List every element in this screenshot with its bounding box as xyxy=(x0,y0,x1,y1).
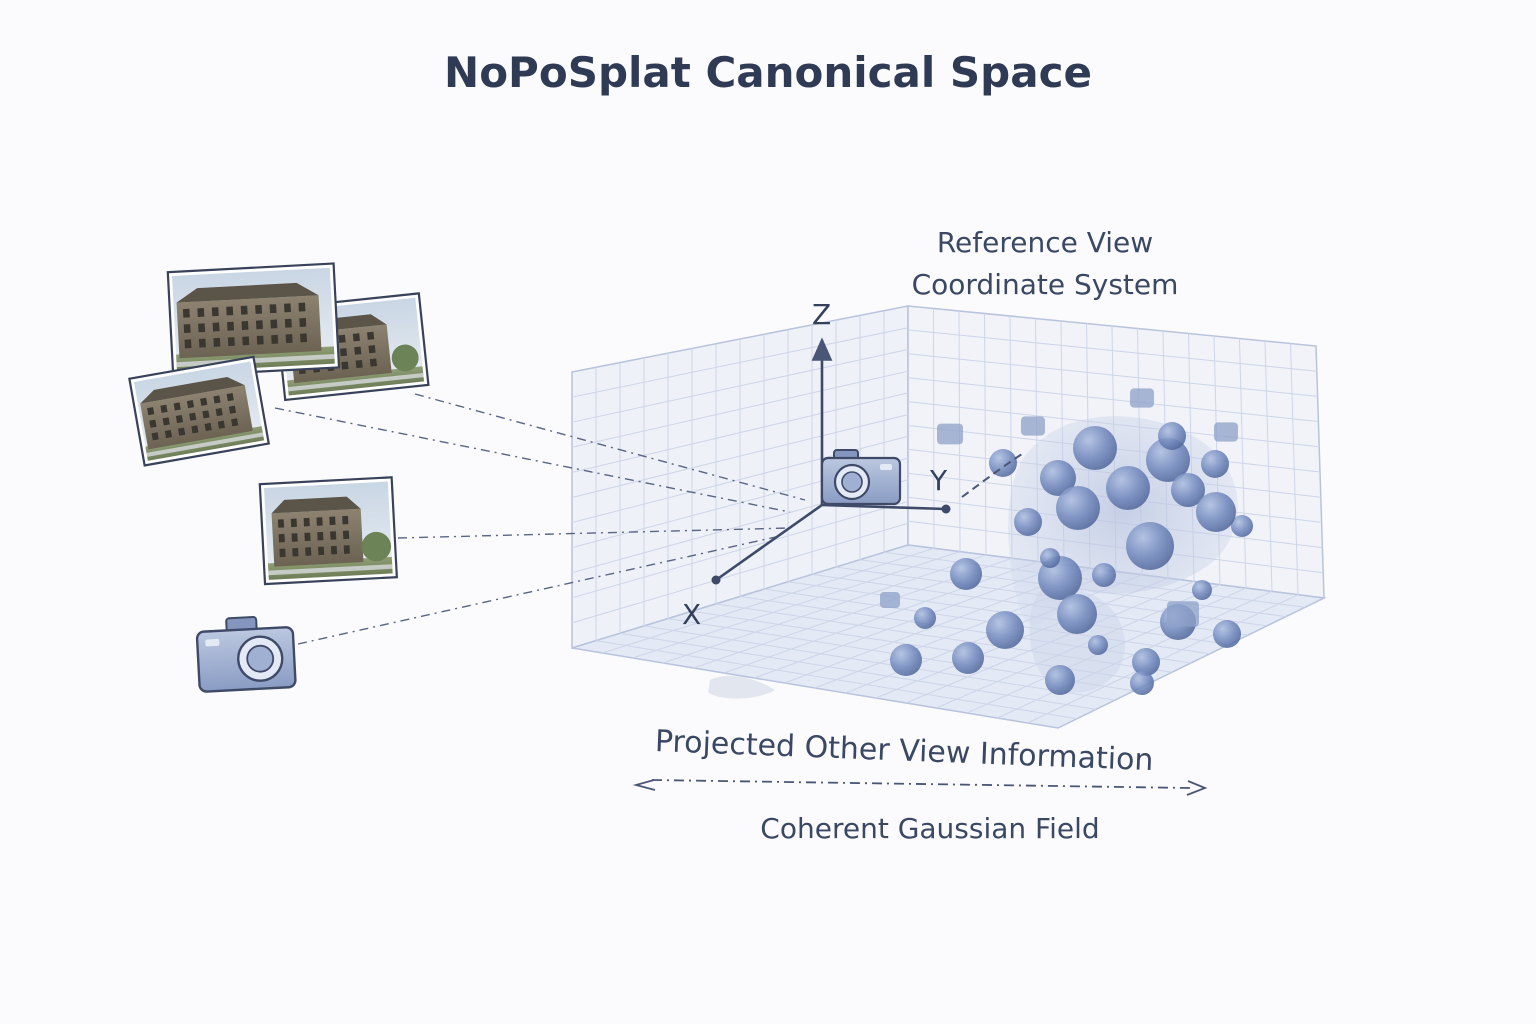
projection-rays xyxy=(274,393,806,645)
gaussian-sphere-icon xyxy=(1092,563,1116,587)
building-photo-icon xyxy=(258,476,399,586)
gaussian-sphere-icon xyxy=(1014,508,1042,536)
gaussian-sphere-icon xyxy=(1171,473,1205,507)
field-extent-arrow xyxy=(632,779,1208,796)
gaussian-sphere-icon xyxy=(890,644,922,676)
coordinate-system-label: Coordinate System xyxy=(911,268,1179,301)
gaussian-sphere-icon xyxy=(1130,671,1154,695)
gaussian-sphere-icon xyxy=(986,611,1024,649)
y-axis-continuation xyxy=(961,451,1026,498)
gaussian-sphere-icon xyxy=(1196,492,1236,532)
floor-shadow xyxy=(708,675,775,699)
gaussian-sphere-icon xyxy=(914,607,936,629)
gaussian-sphere-icon xyxy=(1040,460,1076,496)
gaussian-sphere-icon xyxy=(1056,486,1100,530)
gaussian-sphere-icon xyxy=(1088,635,1108,655)
z-axis-label: Z xyxy=(812,298,831,331)
reference-view-label: Reference View xyxy=(936,226,1154,259)
gaussian-sphere-icon xyxy=(950,558,982,590)
input-views xyxy=(128,262,430,586)
gaussian-sphere-icon xyxy=(989,449,1017,477)
gaussian-splat xyxy=(1167,601,1199,627)
gaussian-sphere-icon xyxy=(1057,594,1097,634)
gaussian-field-label: Coherent Gaussian Field xyxy=(760,812,1100,845)
gaussian-sphere-icon xyxy=(1126,522,1174,570)
gaussian-field xyxy=(880,388,1253,695)
gaussian-density-tail xyxy=(1029,587,1126,693)
y-axis-end xyxy=(941,504,951,514)
gaussian-splat xyxy=(1214,422,1238,442)
gaussian-splat xyxy=(937,423,963,445)
building-photo-icon xyxy=(128,355,271,467)
gaussian-splat xyxy=(1021,416,1045,436)
x-axis-line xyxy=(715,503,823,582)
gaussian-sphere-icon xyxy=(1146,438,1190,482)
gaussian-sphere-icon xyxy=(1106,466,1150,510)
gaussian-sphere-icon xyxy=(1040,548,1060,568)
gaussian-sphere-icon xyxy=(952,642,984,674)
gaussian-sphere-icon xyxy=(1231,515,1253,537)
page-title: NoPoSplat Canonical Space xyxy=(444,48,1092,97)
gaussian-splat xyxy=(880,592,900,608)
x-axis-label: X xyxy=(682,598,701,631)
camera-icon xyxy=(195,616,297,693)
camera-icon xyxy=(820,449,902,506)
y-axis-label: Y xyxy=(929,464,948,497)
gaussian-sphere-icon xyxy=(1045,665,1075,695)
gaussian-sphere-icon xyxy=(1132,648,1160,676)
gaussian-sphere-icon xyxy=(1073,426,1117,470)
gaussian-sphere-icon xyxy=(1201,450,1229,478)
gaussian-sphere-icon xyxy=(1192,580,1212,600)
gaussian-sphere-icon xyxy=(1213,620,1241,648)
x-axis-end xyxy=(711,575,721,585)
gaussian-sphere-icon xyxy=(1158,422,1186,450)
y-axis-line xyxy=(821,503,947,511)
gaussian-splat xyxy=(1130,388,1154,408)
building-photo-icon xyxy=(166,262,341,378)
